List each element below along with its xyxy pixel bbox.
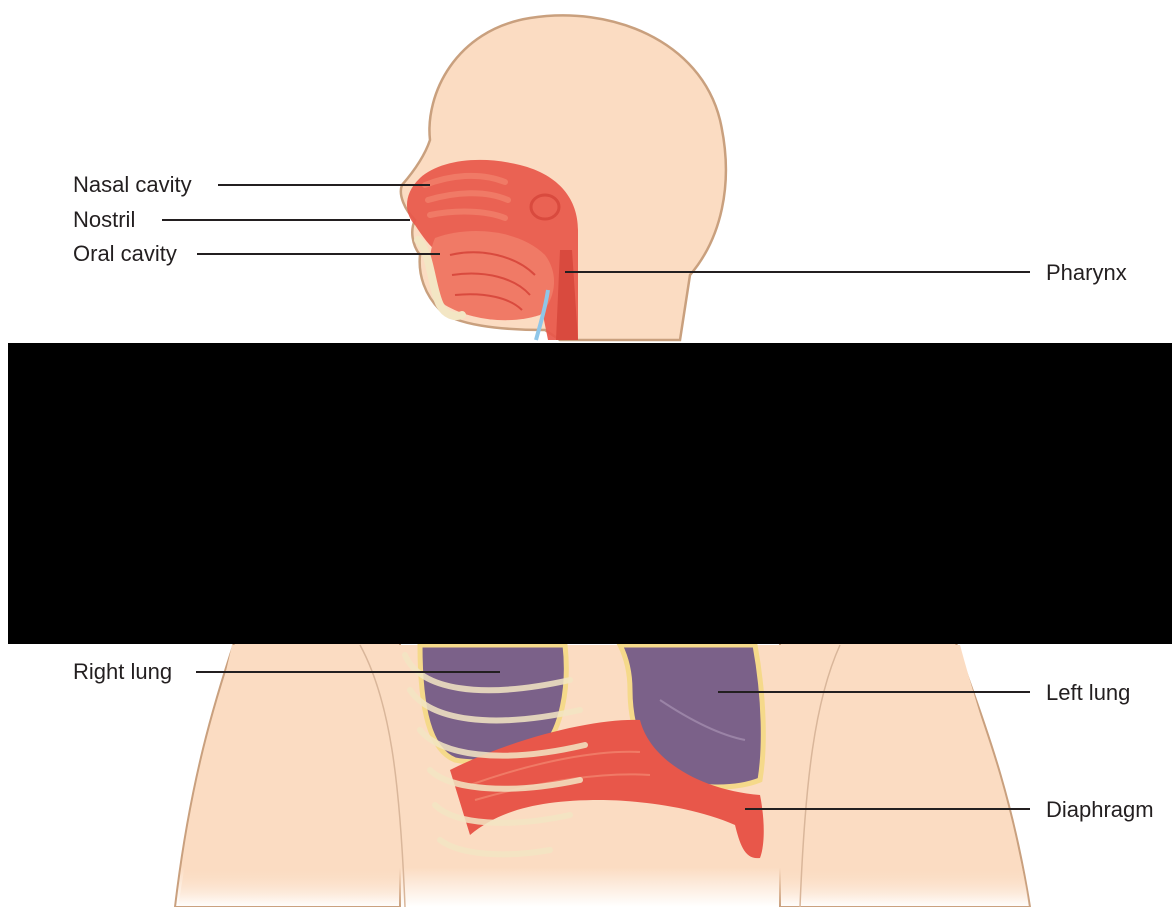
redaction-bar xyxy=(8,343,1172,644)
label-left-lung: Left lung xyxy=(1046,680,1130,705)
label-oral-cavity: Oral cavity xyxy=(73,241,177,266)
label-pharynx: Pharynx xyxy=(1046,260,1127,285)
label-diaphragm: Diaphragm xyxy=(1046,797,1154,822)
head-illustration xyxy=(401,15,726,340)
label-nostril: Nostril xyxy=(73,207,135,232)
label-right-lung: Right lung xyxy=(73,659,172,684)
label-nasal-cavity: Nasal cavity xyxy=(73,172,192,197)
